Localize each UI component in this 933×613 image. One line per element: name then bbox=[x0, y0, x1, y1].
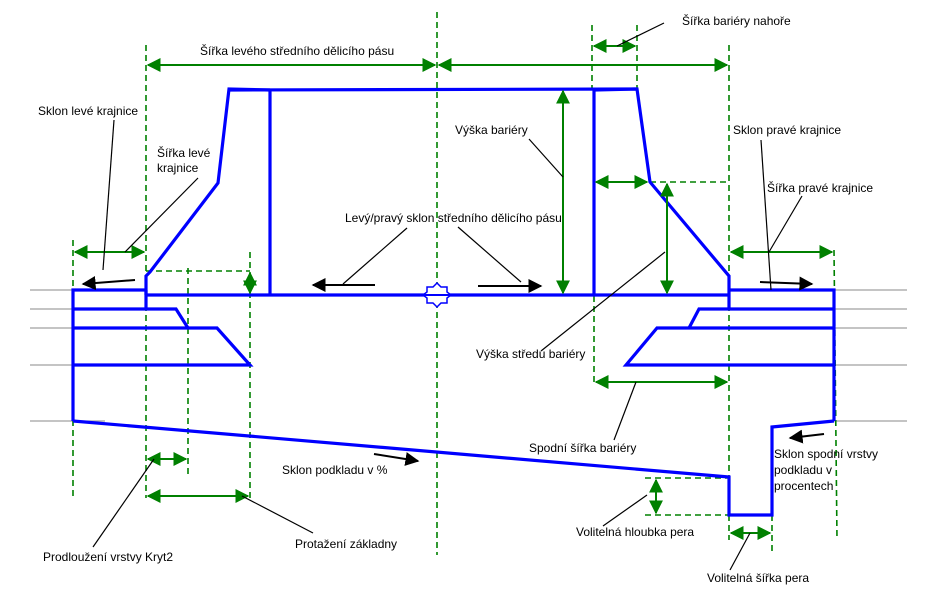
label-barrier-top-width: Šířka bariéry nahoře bbox=[682, 14, 791, 28]
label-subbase-slope: Sklon podkladu v % bbox=[282, 463, 388, 477]
right-barrier-outline bbox=[593, 87, 731, 295]
reference-lines bbox=[30, 289, 907, 422]
slope-arrow-right-shoulder bbox=[759, 276, 814, 291]
left-layer-2 bbox=[73, 326, 254, 367]
baseline-marker-icon bbox=[421, 281, 453, 309]
right-layer-1 bbox=[687, 307, 834, 329]
slope-arrow-left-shoulder bbox=[81, 276, 136, 291]
label-bottom-subbase-slope-line2: podkladu v bbox=[774, 463, 833, 477]
leader-line bbox=[241, 495, 314, 534]
leader-line bbox=[124, 177, 199, 253]
leader-line bbox=[528, 138, 564, 178]
slope-arrow-bottom-subbase bbox=[788, 429, 825, 444]
extension-lines bbox=[72, 12, 838, 555]
label-bottom-subbase-slope-line3: procentech bbox=[774, 479, 834, 493]
median-top-line bbox=[228, 87, 638, 92]
label-right-shoulder-width: Šířka pravé krajnice bbox=[767, 181, 874, 195]
leader-line bbox=[92, 458, 155, 548]
label-bottom-subbase-slope-line1: Sklon spodní vrstvy bbox=[774, 447, 879, 461]
label-kryt2-extension: Prodloužení vrstvy Kryt2 bbox=[43, 550, 174, 564]
label-left-median-width: Šířka levého středního dělicího pásu bbox=[200, 44, 395, 58]
right-pavement-outer bbox=[729, 288, 836, 421]
label-key-width: Volitelná šířka pera bbox=[707, 571, 810, 585]
subbase-bottom-with-key bbox=[72, 419, 835, 517]
label-median-slope: Levý/pravý sklon středního dělicího pásu bbox=[345, 211, 562, 225]
cross-section-structure bbox=[71, 87, 836, 517]
leader-line bbox=[540, 251, 666, 352]
right-layer-2 bbox=[622, 326, 834, 367]
leader-line bbox=[729, 532, 751, 571]
left-barrier-outline bbox=[144, 87, 271, 295]
label-barrier-height: Výška bariéry bbox=[455, 123, 528, 137]
label-key-depth: Volitelná hloubka pera bbox=[576, 525, 695, 539]
leader-lines bbox=[92, 22, 803, 571]
label-left-shoulder-slope: Sklon levé krajnice bbox=[38, 104, 139, 118]
leader-line bbox=[342, 227, 408, 285]
dimension-arrows bbox=[73, 39, 834, 540]
leader-line bbox=[613, 381, 637, 441]
slope-arrow-subbase bbox=[373, 452, 420, 466]
label-barrier-center-height: Výška středu bariéry bbox=[476, 347, 586, 361]
left-pavement-outer bbox=[71, 288, 146, 421]
leader-line bbox=[616, 22, 665, 47]
leader-line bbox=[102, 119, 115, 271]
label-barrier-bottom-width: Spodní šířka bariéry bbox=[529, 441, 637, 455]
slope-arrows bbox=[81, 276, 825, 466]
leader-line bbox=[457, 226, 522, 283]
label-base-extension: Protažení základny bbox=[295, 537, 398, 551]
leader-line bbox=[768, 195, 803, 253]
leader-line bbox=[760, 139, 772, 291]
label-left-shoulder-width-line2: krajnice bbox=[157, 161, 199, 175]
label-left-shoulder-width-line1: Šířka levé bbox=[157, 146, 211, 160]
leader-line bbox=[602, 494, 648, 527]
label-right-shoulder-slope: Sklon pravé krajnice bbox=[733, 123, 842, 137]
left-layer-1 bbox=[73, 307, 190, 329]
